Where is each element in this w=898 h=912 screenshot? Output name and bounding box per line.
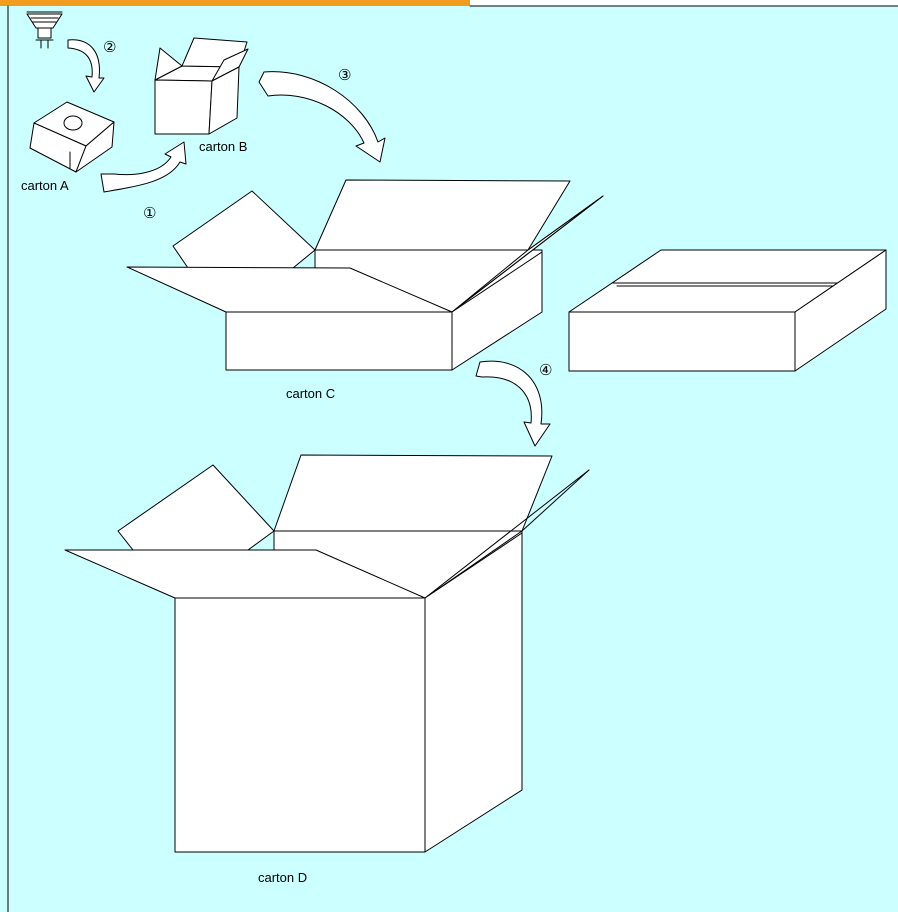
- top-accent-bar: [0, 0, 470, 6]
- carton-a: [29, 101, 115, 173]
- carton-d-side-face: [424, 532, 523, 853]
- carton-d-back-flap: [273, 454, 553, 532]
- carton-d: [64, 454, 590, 853]
- carton-b-side-face: [208, 66, 240, 135]
- carton-b-label: carton B: [199, 139, 247, 154]
- closed-carton-side: [794, 249, 887, 372]
- carton-d-label: carton D: [258, 870, 307, 885]
- carton-c-side-face: [451, 251, 543, 371]
- arrow-step-3: [258, 71, 386, 163]
- carton-c: [126, 179, 604, 371]
- step-1-marker: ①: [143, 204, 156, 222]
- step-2-marker: ②: [103, 38, 116, 56]
- carton-b-front-face: [154, 79, 213, 135]
- carton-c-left-flap: [172, 190, 316, 269]
- carton-b-flap-left: [154, 47, 183, 81]
- carton-c-closed: [568, 249, 887, 372]
- top-bar: [470, 0, 898, 6]
- carton-b: [154, 37, 249, 135]
- carton-c-front-face: [225, 311, 453, 371]
- carton-a-right-face: [75, 121, 115, 173]
- carton-a-label: carton A: [21, 178, 69, 193]
- arrow-step-1: [100, 141, 187, 193]
- carton-d-front-face: [174, 597, 426, 853]
- carton-d-left-flap: [117, 464, 275, 551]
- arrow-step-4: [475, 360, 551, 447]
- carton-c-back-flap: [314, 179, 571, 251]
- step-4-marker: ④: [539, 361, 552, 379]
- lamp-icon: [26, 11, 63, 49]
- closed-carton-front: [568, 311, 796, 372]
- step-3-marker: ③: [338, 66, 351, 84]
- carton-c-label: carton C: [286, 386, 335, 401]
- carton-a-hole: [63, 115, 83, 131]
- arrow-step-2: [67, 39, 105, 93]
